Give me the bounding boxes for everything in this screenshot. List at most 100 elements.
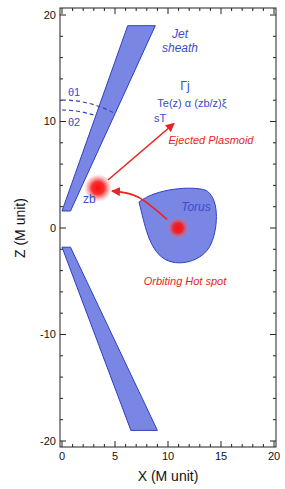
tick-mark (168, 8, 169, 14)
tick-mark (242, 8, 243, 11)
tick-mark (221, 8, 222, 14)
tick-mark (273, 377, 276, 378)
tick-mark (210, 8, 211, 11)
tick-mark (60, 291, 63, 292)
tick-mark (274, 441, 275, 447)
tick-mark (273, 313, 276, 314)
tick-mark (60, 228, 66, 229)
tick-mark (273, 419, 276, 420)
tick-mark (274, 8, 275, 14)
tick-label: 15 (215, 450, 227, 463)
tick-mark (273, 291, 276, 292)
tick-mark (252, 8, 253, 11)
tick-mark (270, 15, 276, 16)
hot-spot-label: Orbiting Hot spot (144, 275, 227, 288)
tick-mark (273, 78, 276, 79)
tick-mark (60, 206, 63, 207)
tick-mark (273, 249, 276, 250)
tick-mark (104, 8, 105, 11)
tick-mark (60, 121, 66, 122)
tick-mark (242, 444, 243, 447)
tick-mark (60, 164, 63, 165)
tick-mark (60, 398, 63, 399)
tick-mark (62, 8, 63, 14)
tick-mark (72, 444, 73, 447)
tick-mark (62, 441, 63, 447)
tick-mark (60, 78, 63, 79)
tick-mark (60, 142, 63, 143)
angle-label: θ1 (68, 86, 80, 99)
plot-frame (60, 8, 276, 447)
tick-mark (60, 441, 66, 442)
tick-mark (263, 444, 264, 447)
tick-mark (178, 444, 179, 447)
tick-mark (231, 444, 232, 447)
tick-mark (189, 8, 190, 11)
tick-mark (72, 8, 73, 11)
tick-mark (83, 444, 84, 447)
torus-label: Torus (181, 201, 211, 215)
tick-label: 20 (44, 9, 56, 22)
tick-mark (115, 8, 116, 14)
tick-mark (60, 57, 63, 58)
tick-mark (60, 334, 66, 335)
tick-mark (60, 270, 63, 271)
tick-mark (60, 355, 63, 356)
tick-mark (60, 313, 63, 314)
tick-mark (252, 444, 253, 447)
lower-jet-sheath (62, 247, 157, 430)
tick-mark (157, 444, 158, 447)
torus-region: TorusOrbiting Hot spot (137, 186, 217, 266)
tick-mark (60, 15, 66, 16)
tick-mark (199, 444, 200, 447)
tick-mark (104, 444, 105, 447)
axis-title: Z (M unit) (12, 198, 28, 258)
torus-outline (137, 186, 217, 266)
tick-mark (168, 441, 169, 447)
tick-mark (136, 444, 137, 447)
tick-mark (270, 441, 276, 442)
lorentz-factor-label: Γj (180, 80, 189, 94)
tick-mark (221, 441, 222, 447)
angle-arc (62, 110, 96, 116)
glow-circle (167, 217, 189, 239)
tick-mark (273, 206, 276, 207)
tick-mark (263, 8, 264, 11)
tick-mark (273, 100, 276, 101)
tick-label: 20 (268, 450, 280, 463)
tick-mark (273, 185, 276, 186)
tick-label: -10 (40, 328, 56, 341)
temperature-law-label: Te(z) α (zb/z)ξ (157, 97, 226, 110)
axis-title: X (M unit) (138, 468, 199, 484)
tick-mark (83, 8, 84, 11)
jet-sheath-label: Jet sheath (156, 28, 204, 56)
axis-ticks (60, 8, 276, 447)
tick-mark (273, 36, 276, 37)
tick-mark (270, 228, 276, 229)
tick-mark (273, 398, 276, 399)
ejection-arrow (108, 124, 174, 181)
tick-label: 5 (112, 450, 118, 463)
angle-arc (62, 100, 115, 114)
tick-mark (125, 8, 126, 11)
torus-outline (139, 188, 216, 263)
tick-mark (273, 270, 276, 271)
tick-mark (60, 36, 63, 37)
tick-mark (115, 441, 116, 447)
tick-mark (178, 8, 179, 11)
tick-mark (273, 164, 276, 165)
tick-mark (270, 334, 276, 335)
hot-spot: Orbiting Hot spot (167, 217, 189, 239)
glow-circle (167, 217, 189, 239)
tick-mark (273, 57, 276, 58)
tick-mark (270, 121, 276, 122)
tick-mark (136, 8, 137, 11)
jet-base-label: zb (83, 193, 96, 207)
tick-mark (60, 419, 63, 420)
tick-mark (273, 142, 276, 143)
tick-mark (146, 444, 147, 447)
tick-mark (210, 444, 211, 447)
